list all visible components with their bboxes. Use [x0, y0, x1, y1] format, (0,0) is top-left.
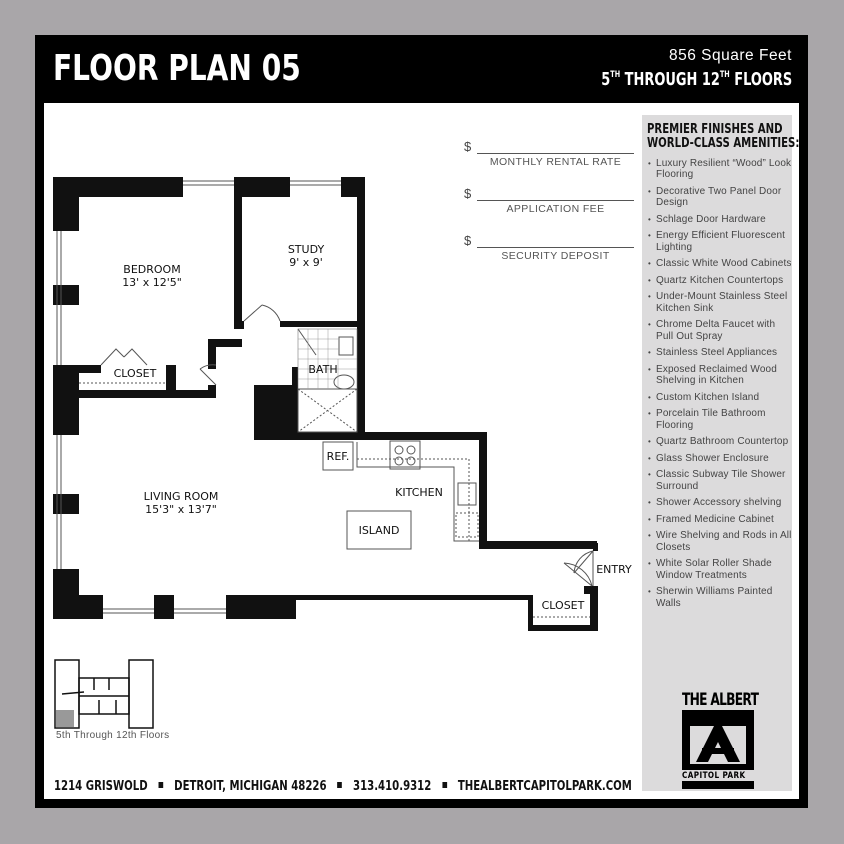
floors-range: 5TH THROUGH 12TH FLOORS	[601, 69, 792, 90]
amenities-title-line1: PREMIER FINISHES AND	[647, 122, 783, 137]
page-title: FLOOR PLAN 05	[53, 48, 301, 89]
separator-square-icon	[158, 782, 164, 788]
room-label-living-room: LIVING ROOM	[144, 490, 219, 503]
footer-city: DETROIT, MICHIGAN 48226	[174, 779, 327, 794]
amenities-title: PREMIER FINISHES AND WORLD-CLASS AMENITI…	[647, 123, 799, 151]
fee-blank-line	[477, 247, 634, 248]
amenity-item: Classic Subway Tile Shower Surround	[648, 469, 792, 492]
amenity-item: Exposed Reclaimed Wood Shelving in Kitch…	[648, 364, 792, 387]
fee-label: SECURITY DEPOSIT	[501, 250, 610, 262]
dollar-sign: $	[464, 139, 472, 154]
amenity-item: Sherwin Williams Painted Walls	[648, 586, 792, 609]
fee-label: APPLICATION FEE	[506, 203, 605, 215]
fee-blank-line	[477, 153, 634, 154]
logo-subtitle: CAPITOL PARK	[682, 771, 746, 781]
dollar-sign: $	[464, 186, 472, 201]
amenity-item: Custom Kitchen Island	[648, 392, 792, 404]
key-plan-caption: 5th Through 12th Floors	[56, 730, 170, 741]
amenity-item: Quartz Bathroom Countertop	[648, 436, 792, 448]
room-label-bath: BATH	[308, 363, 337, 376]
fee-security-deposit: $ SECURITY DEPOSIT	[464, 231, 634, 278]
footer-website[interactable]: THEALBERTCAPITOLPARK.COM	[457, 779, 632, 794]
separator-square-icon	[337, 782, 343, 788]
separator-square-icon	[442, 782, 447, 788]
the-albert-logo: THE ALBERT CAPITOL PARK	[682, 690, 759, 789]
logo-wordmark: THE ALBERT	[682, 690, 759, 710]
floors-through: THROUGH 12	[619, 69, 720, 90]
content-area: BEDROOM 13' x 12'5" STUDY 9' x 9' CLOSET…	[44, 103, 799, 799]
amenity-item: Glass Shower Enclosure	[648, 453, 792, 465]
amenities-list: Luxury Resilient “Wood” Look Flooring De…	[648, 158, 792, 614]
amenity-item: Quartz Kitchen Countertops	[648, 275, 792, 287]
room-label-bedroom-closet: CLOSET	[114, 367, 157, 380]
fee-monthly-rental-rate: $ MONTHLY RENTAL RATE	[464, 137, 634, 184]
floors-start: 5	[601, 69, 611, 90]
floors-start-ordinal: TH	[610, 70, 620, 80]
amenities-title-line2: WORLD-CLASS AMENITIES:	[647, 136, 800, 151]
logo-a-mark-icon	[682, 710, 754, 770]
logo-bar	[682, 781, 754, 789]
amenity-item: Shower Accessory shelving	[648, 497, 792, 509]
room-dims-living-room: 15'3" x 13'7"	[145, 503, 217, 516]
room-label-study: STUDY	[288, 243, 325, 256]
amenity-item: White Solar Roller Shade Window Treatmen…	[648, 558, 792, 581]
room-label-island: ISLAND	[359, 524, 400, 537]
amenity-item: Decorative Two Panel Door Design	[648, 186, 792, 209]
amenity-item: Energy Efficient Fluorescent Lighting	[648, 230, 792, 253]
room-dims-bedroom: 13' x 12'5"	[122, 276, 182, 289]
footer-phone[interactable]: 313.410.9312	[353, 779, 432, 794]
fee-label: MONTHLY RENTAL RATE	[489, 156, 622, 168]
floors-suffix: FLOORS	[729, 69, 792, 90]
amenity-item: Schlage Door Hardware	[648, 214, 792, 226]
floors-end-ordinal: TH	[719, 70, 730, 80]
fees-section: $ MONTHLY RENTAL RATE $ APPLICATION FEE …	[464, 137, 634, 278]
amenity-item: Under-Mount Stainless Steel Kitchen Sink	[648, 291, 792, 314]
fee-blank-line	[477, 200, 634, 201]
amenity-item: Framed Medicine Cabinet	[648, 514, 792, 526]
room-dims-study: 9' x 9'	[289, 256, 323, 269]
room-label-bedroom: BEDROOM	[123, 263, 180, 276]
flyer-frame: FLOOR PLAN 05 856 Square Feet 5TH THROUG…	[35, 35, 808, 808]
key-plan	[54, 659, 154, 729]
amenities-panel: PREMIER FINISHES AND WORLD-CLASS AMENITI…	[642, 115, 799, 791]
room-label-entry-closet: CLOSET	[542, 599, 585, 612]
room-label-entry: ENTRY	[596, 563, 632, 576]
footer-address: 1214 GRISWOLD	[54, 779, 148, 794]
fee-application-fee: $ APPLICATION FEE	[464, 184, 634, 231]
amenity-item: Luxury Resilient “Wood” Look Flooring	[648, 158, 792, 181]
floor-plan: BEDROOM 13' x 12'5" STUDY 9' x 9' CLOSET…	[53, 177, 632, 631]
amenity-item: Chrome Delta Faucet with Pull Out Spray	[648, 319, 792, 342]
room-label-kitchen: KITCHEN	[395, 486, 443, 499]
room-label-refrigerator: REF.	[327, 450, 350, 463]
dollar-sign: $	[464, 233, 472, 248]
square-feet: 856 Square Feet	[669, 47, 792, 64]
amenity-item: Stainless Steel Appliances	[648, 347, 792, 359]
amenity-item: Classic White Wood Cabinets	[648, 258, 792, 270]
footer-contact: 1214 GRISWOLD DETROIT, MICHIGAN 48226 313.…	[54, 779, 632, 794]
amenity-item: Wire Shelving and Rods in All Closets	[648, 530, 792, 553]
amenity-item: Porcelain Tile Bathroom Flooring	[648, 408, 792, 431]
